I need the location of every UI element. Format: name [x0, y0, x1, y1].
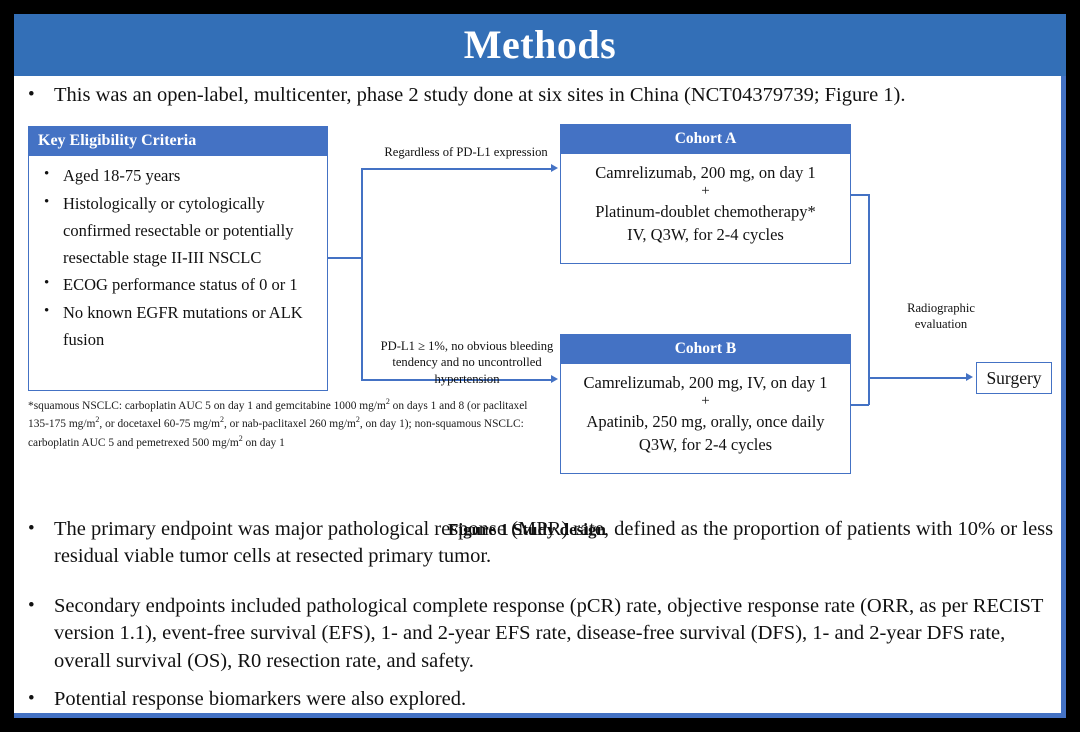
bullet-glyph-icon: •	[28, 84, 35, 105]
bullet-intro: • This was an open-label, multicenter, p…	[28, 82, 1056, 109]
slide-content-panel: • This was an open-label, multicenter, p…	[14, 76, 1066, 718]
cohort-b-line-3: Q3W, for 2-4 cycles	[638, 435, 773, 455]
cohort-b-body: Camrelizumab, 200 mg, IV, on day 1 + Apa…	[561, 364, 850, 457]
figure-footnote: *squamous NSCLC: carboplatin AUC 5 on da…	[28, 396, 540, 452]
cohort-a-line-2: Platinum-doublet chemotherapy*	[595, 201, 816, 221]
figure-caption: Figure 1 Study design	[448, 520, 606, 539]
cohort-a-box: Cohort A Camrelizumab, 200 mg, on day 1 …	[560, 124, 851, 264]
figure-study-design: Key Eligibility Criteria Aged 18-75 year…	[14, 120, 1061, 539]
bullet-secondary-endpoints: • Secondary endpoints included pathologi…	[28, 593, 1054, 675]
bullet-glyph-icon: •	[28, 595, 35, 616]
cohort-b-line-1: Camrelizumab, 200 mg, IV, on day 1	[583, 372, 828, 392]
cohort-b-header: Cohort B	[561, 335, 850, 364]
surgery-box: Surgery	[976, 362, 1052, 394]
eligibility-box-header: Key Eligibility Criteria	[29, 127, 327, 157]
list-item: ECOG performance status of 0 or 1	[35, 271, 319, 299]
eligibility-criteria-box: Key Eligibility Criteria Aged 18-75 year…	[28, 126, 328, 391]
eligibility-criteria-list: Aged 18-75 years Histologically or cytol…	[29, 156, 327, 353]
bullet-biomarkers: • Potential response biomarkers were als…	[28, 686, 1028, 713]
bullet-primary-endpoint: • The primary endpoint was major patholo…	[28, 516, 1054, 571]
cohort-a-plus: +	[701, 183, 710, 200]
surgery-label: Surgery	[986, 367, 1042, 388]
list-item: Histologically or cytologically confirme…	[35, 190, 319, 271]
connector-label-right: Radiographic evaluation	[907, 301, 975, 332]
connector-cohort-a-out	[851, 194, 869, 196]
connector-upper-arrowhead-icon	[551, 164, 558, 172]
connector-cohort-b-out	[851, 404, 869, 406]
figure-footnote-text: *squamous NSCLC: carboplatin AUC 5 on da…	[28, 397, 528, 449]
connector-surgery-arrowhead-icon	[966, 373, 973, 381]
connector-label-lower: PD-L1 ≥ 1%, no obvious bleeding tendency…	[380, 339, 554, 386]
cohort-b-line-2: Apatinib, 250 mg, orally, once daily	[586, 411, 825, 431]
bullet-intro-text: This was an open-label, multicenter, pha…	[54, 84, 906, 106]
bullet-primary-endpoint-text: The primary endpoint was major pathologi…	[54, 518, 1054, 568]
connector-upper-horizontal	[361, 168, 553, 170]
connector-label-upper: Regardless of PD-L1 expression	[384, 145, 548, 159]
connector-stem-horizontal	[328, 257, 362, 259]
connector-lower-horizontal	[361, 379, 553, 381]
bullet-biomarkers-text: Potential response biomarkers were also …	[54, 688, 467, 710]
connector-split-vertical	[361, 168, 363, 380]
cohort-a-body: Camrelizumab, 200 mg, on day 1 + Platinu…	[561, 154, 850, 247]
list-item: No known EGFR mutations or ALK fusion	[35, 299, 319, 353]
cohort-a-line-1: Camrelizumab, 200 mg, on day 1	[595, 162, 816, 182]
list-item: Aged 18-75 years	[35, 162, 319, 190]
cohort-b-box: Cohort B Camrelizumab, 200 mg, IV, on da…	[560, 334, 851, 474]
page-title: Methods	[463, 22, 617, 67]
connector-lower-arrowhead-icon	[551, 375, 558, 383]
connector-merge-vertical	[868, 194, 870, 405]
slide-title-banner: Methods	[14, 14, 1066, 76]
cohort-a-header: Cohort A	[561, 125, 850, 154]
bullet-glyph-icon: •	[28, 688, 35, 709]
bullet-glyph-icon: •	[28, 518, 35, 539]
connector-surgery-horizontal	[868, 377, 968, 379]
cohort-a-line-3: IV, Q3W, for 2-4 cycles	[627, 225, 784, 245]
cohort-b-plus: +	[701, 393, 710, 410]
bullet-secondary-endpoints-text: Secondary endpoints included pathologica…	[54, 595, 1044, 672]
